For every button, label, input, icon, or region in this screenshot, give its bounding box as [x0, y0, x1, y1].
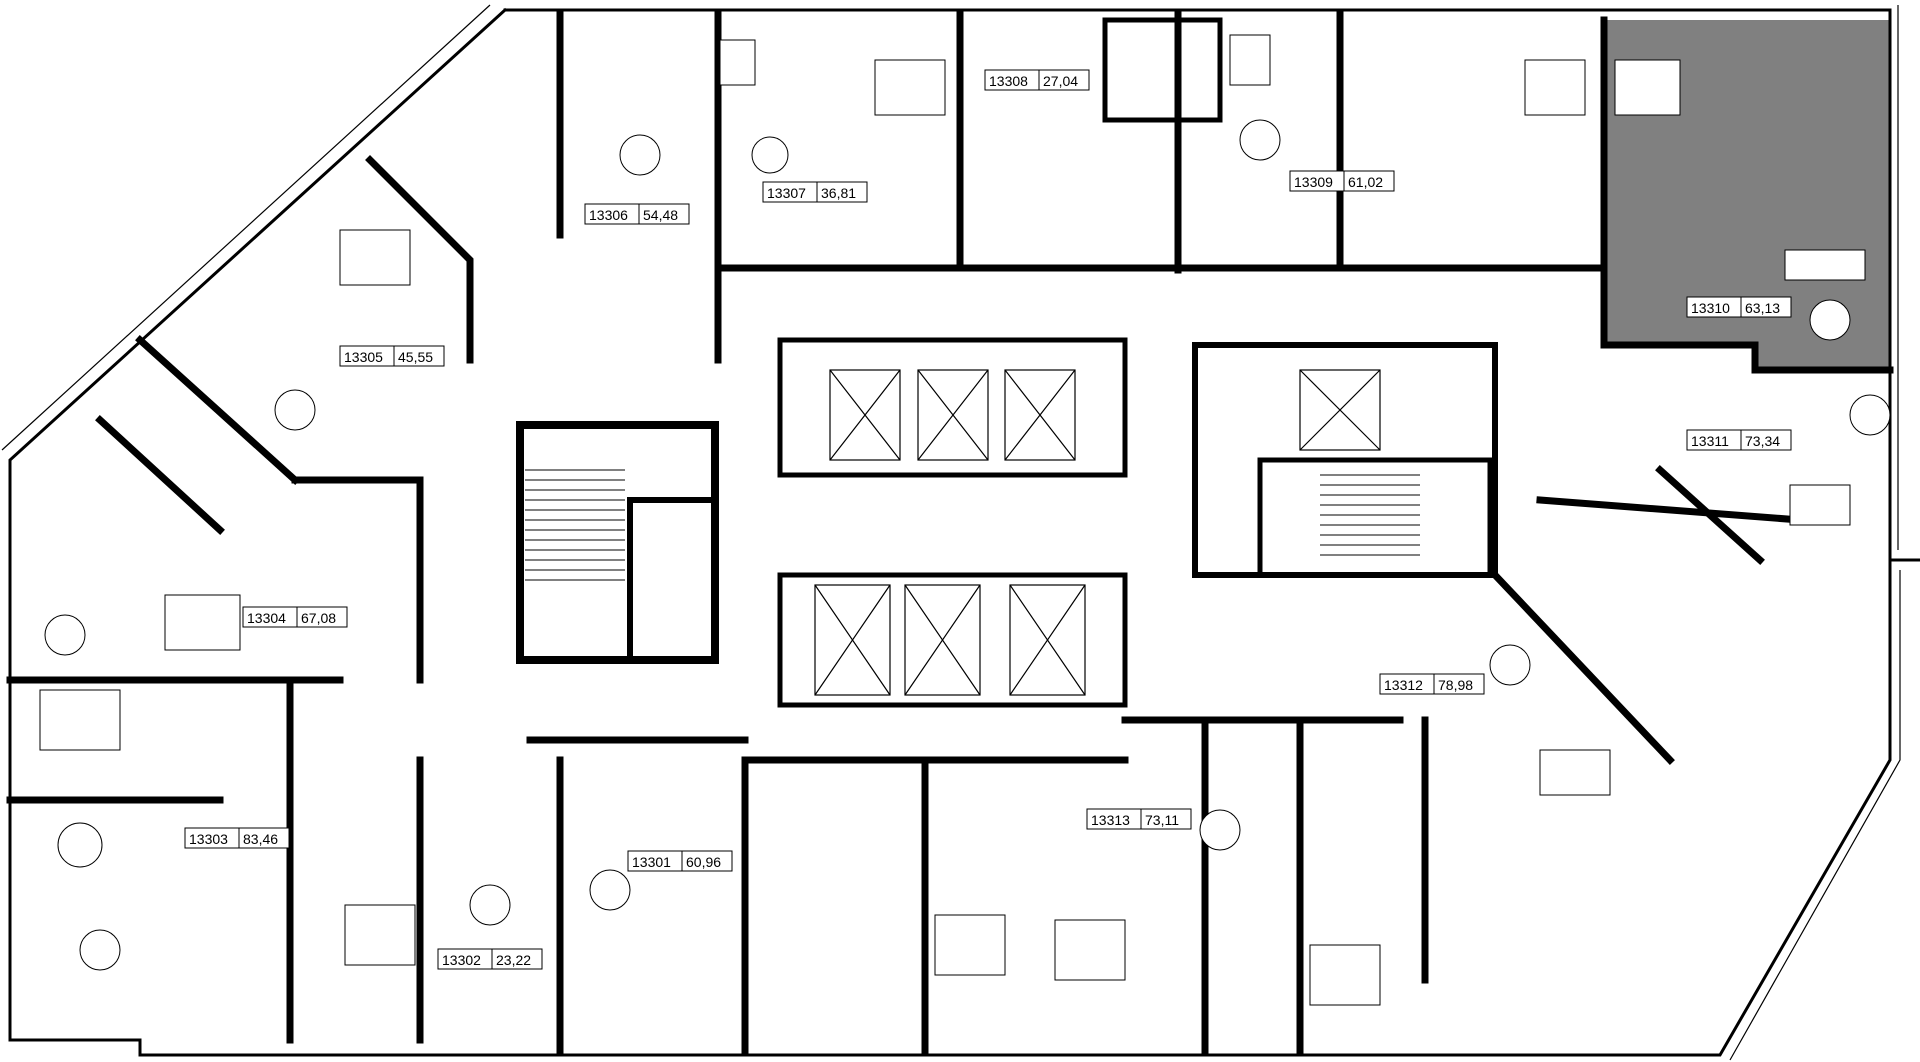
unit-label-13307[interactable]: 13307 36,81	[762, 181, 868, 203]
unit-number: 13313	[1091, 812, 1130, 828]
unit-number: 13312	[1384, 677, 1423, 693]
unit-label-13309[interactable]: 13309 61,02	[1289, 170, 1395, 192]
core-walls	[516, 17, 1498, 708]
unit-number: 13302	[442, 952, 481, 968]
unit-number: 13308	[989, 73, 1028, 89]
unit-label-13302[interactable]: 13302 23,22	[437, 948, 543, 970]
unit-number: 13306	[589, 207, 628, 223]
unit-label-13306[interactable]: 13306 54,48	[584, 203, 690, 225]
elevator-marks	[814, 369, 1381, 696]
unit-label-13310[interactable]: 13310 63,13	[1686, 296, 1792, 318]
unit-label-13305[interactable]: 13305 45,55	[339, 345, 445, 367]
unit-label-13301[interactable]: 13301 60,96	[627, 850, 733, 872]
unit-area: 78,98	[1438, 677, 1473, 693]
unit-area: 83,46	[243, 831, 278, 847]
unit-label-13303[interactable]: 13303 83,46	[184, 827, 290, 849]
unit-area: 61,02	[1348, 174, 1383, 190]
unit-number: 13305	[344, 349, 383, 365]
unit-label-13311[interactable]: 13311 73,34	[1686, 429, 1792, 451]
unit-area: 73,11	[1145, 812, 1179, 828]
unit-label-13304[interactable]: 13304 67,08	[242, 606, 348, 628]
unit-label-13308[interactable]: 13308 27,04	[984, 69, 1090, 91]
unit-area: 36,81	[821, 185, 856, 201]
unit-area: 27,04	[1043, 73, 1078, 89]
unit-label-13312[interactable]: 13312 78,98	[1379, 673, 1485, 695]
unit-area: 45,55	[398, 349, 433, 365]
interior-walls	[6, 11, 1894, 1054]
unit-number: 13301	[632, 854, 671, 870]
unit-number: 13304	[247, 610, 286, 626]
unit-area: 73,34	[1745, 433, 1780, 449]
unit-area: 60,96	[686, 854, 721, 870]
furniture	[39, 34, 1891, 1006]
unit-area: 67,08	[301, 610, 336, 626]
unit-labels: 13301 60,96 13302 23,22 13303 83,46 13304 67,08…	[184, 69, 1792, 970]
stairs	[525, 469, 1420, 581]
unit-number: 13309	[1294, 174, 1333, 190]
unit-number: 13310	[1691, 300, 1730, 316]
outer-walls	[1, 4, 1920, 1061]
unit-area: 63,13	[1745, 300, 1780, 316]
unit-number: 13303	[189, 831, 228, 847]
unit-area: 23,22	[496, 952, 531, 968]
unit-number: 13311	[1691, 433, 1729, 449]
unit-number: 13307	[767, 185, 806, 201]
unit-label-13313[interactable]: 13313 73,11	[1086, 808, 1192, 830]
unit-area: 54,48	[643, 207, 678, 223]
